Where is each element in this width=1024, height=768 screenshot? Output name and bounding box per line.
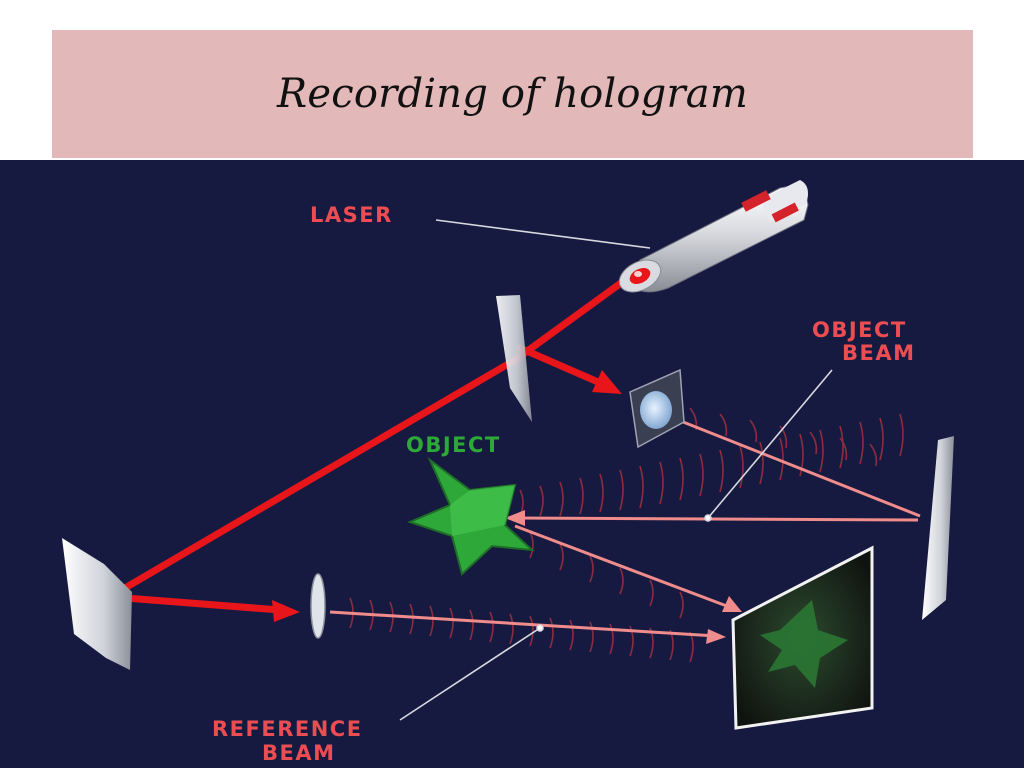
expander-to-mirror-beam [667, 414, 921, 518]
slide-title: Recording of hologram [277, 71, 748, 117]
beamsplitter-to-expander-beam [516, 344, 602, 386]
object-label: OBJECT [406, 433, 501, 457]
reference-arrowhead [272, 600, 300, 622]
object-to-plate-arrowhead [722, 596, 742, 612]
holographic-plate [731, 545, 874, 730]
mirror-to-object-beam [514, 516, 919, 522]
reference-beam-pointer [399, 627, 541, 721]
object-star [407, 456, 535, 576]
reference-beam-label-line1: REFERENCE [212, 717, 363, 741]
left-mirror [62, 538, 132, 670]
object-beam-label-line2: BEAM [842, 341, 916, 365]
right-mirror [922, 436, 954, 620]
reference-to-plate-arrowhead [706, 629, 726, 644]
beam-splitter [496, 295, 532, 422]
laser-beams [121, 271, 636, 622]
object-beam-label-line1: OBJECT [812, 318, 907, 342]
object-beam-expander [629, 368, 685, 449]
laser-label: LASER [310, 203, 393, 227]
object-beam-pointer [707, 369, 833, 519]
hologram-diagram: LASER OBJECT BEAM OBJECT REFERENCE BEAM [0, 160, 1024, 768]
pointer-lines [399, 219, 833, 721]
object-to-plate-beam [514, 524, 733, 610]
laser-to-beamsplitter-beam [511, 271, 636, 364]
expanded-beams [329, 414, 921, 644]
laser-pointer [435, 219, 651, 249]
mirror-to-object-arrowhead [505, 510, 525, 526]
beamsplitter-to-mirror-beam [121, 356, 519, 592]
reference-to-plate-beam [329, 610, 717, 638]
reference-lens [310, 573, 326, 639]
mirror-to-lens-beam [121, 594, 284, 614]
title-band: Recording of hologram [52, 30, 973, 158]
object-arrowhead [592, 370, 622, 394]
reference-beam-label-line2: BEAM [262, 741, 336, 765]
laser-device [618, 180, 809, 293]
object-wavefronts [519, 407, 904, 517]
